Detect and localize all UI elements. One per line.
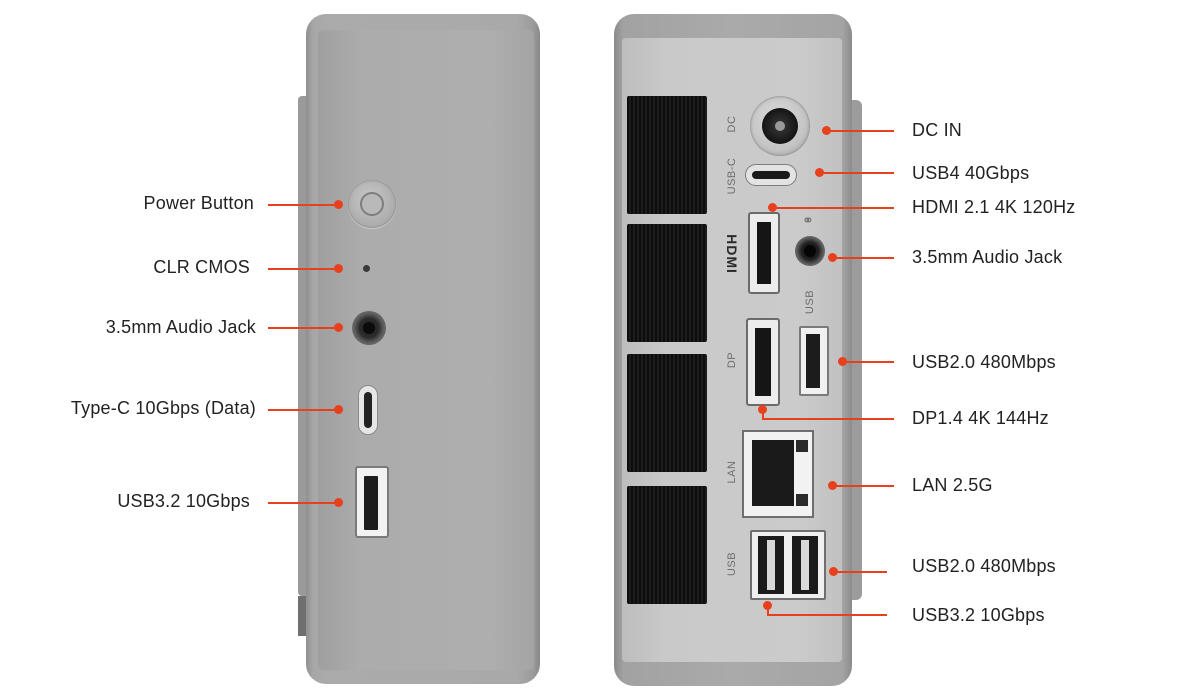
power-button-ring-icon xyxy=(360,192,384,216)
leader-usb20-bottom xyxy=(835,571,887,573)
rear-usb20-tongue-bottom xyxy=(801,540,809,590)
label-rear-audio: 3.5mm Audio Jack xyxy=(912,247,1063,267)
vent-grille-3 xyxy=(627,354,707,472)
dc-in-pin xyxy=(775,121,785,131)
label-rear-usb32: USB3.2 10Gbps xyxy=(912,605,1045,625)
label-front-usb32: USB3.2 10Gbps xyxy=(117,491,250,511)
clr-cmos-pinhole[interactable] xyxy=(363,265,370,272)
dot-usb20-bottom xyxy=(829,567,838,576)
leader-front-type-c xyxy=(268,409,336,411)
marking-usb-c: USB-C xyxy=(726,157,738,195)
front-chassis-tab xyxy=(298,596,306,636)
lan-jack xyxy=(752,440,794,506)
rear-usb32-tongue xyxy=(767,540,775,590)
label-lan: LAN 2.5G xyxy=(912,475,993,495)
marking-dp: DP xyxy=(726,351,738,369)
leader-front-audio-jack xyxy=(268,327,336,329)
dot-front-audio-jack xyxy=(334,323,343,332)
marking-dc: DC xyxy=(726,115,738,133)
leader-rear-audio xyxy=(834,257,894,259)
label-hdmi: HDMI 2.1 4K 120Hz xyxy=(912,197,1076,217)
label-usb20-top: USB2.0 480Mbps xyxy=(912,352,1056,372)
vent-grille-4 xyxy=(627,486,707,604)
leader-usb20-top xyxy=(844,361,894,363)
front-type-c-slot xyxy=(364,392,372,428)
label-usb20-bottom: USB2.0 480Mbps xyxy=(912,556,1056,576)
leader-power-button xyxy=(268,204,336,206)
dot-lan xyxy=(828,481,837,490)
label-front-type-c: Type-C 10Gbps (Data) xyxy=(70,398,256,418)
dot-usb4 xyxy=(815,168,824,177)
rear-audio-jack-hole xyxy=(804,245,816,257)
vent-grille-1 xyxy=(627,96,707,214)
vleader-dp xyxy=(762,409,764,419)
dot-rear-audio xyxy=(828,253,837,262)
leader-usb4 xyxy=(822,172,894,174)
dot-front-usb32 xyxy=(334,498,343,507)
hdmi-slot xyxy=(757,222,771,284)
marking-usb-bottom: USB xyxy=(726,551,738,577)
label-dp: DP1.4 4K 144Hz xyxy=(912,408,1049,428)
dot-dc-in xyxy=(822,126,831,135)
marking-usb-top: USB xyxy=(804,289,816,315)
rear-usb4-slot xyxy=(752,171,790,179)
leader-rear-usb32 xyxy=(767,614,887,616)
front-usb32-tongue xyxy=(364,476,378,530)
leader-hdmi xyxy=(774,207,894,209)
leader-dp xyxy=(762,418,894,420)
dot-hdmi xyxy=(768,203,777,212)
label-clr-cmos: CLR CMOS xyxy=(153,257,250,277)
vent-grille-2 xyxy=(627,224,707,342)
label-usb4: USB4 40Gbps xyxy=(912,163,1030,183)
dot-front-type-c xyxy=(334,405,343,414)
displayport-slot xyxy=(755,328,771,396)
front-audio-jack-hole xyxy=(363,322,375,334)
dot-power-button xyxy=(334,200,343,209)
leader-clr-cmos xyxy=(268,268,336,270)
leader-lan xyxy=(834,485,894,487)
lan-led-bottom xyxy=(796,494,808,506)
leader-dc-in xyxy=(828,130,894,132)
dot-usb20-top xyxy=(838,357,847,366)
leader-front-usb32 xyxy=(268,502,336,504)
marking-lan: LAN xyxy=(726,460,738,484)
front-panel xyxy=(318,30,534,670)
marking-hdmi: HDMI xyxy=(723,234,740,274)
dot-clr-cmos xyxy=(334,264,343,273)
vleader-rear-usb32 xyxy=(767,605,769,615)
label-dc-in: DC IN xyxy=(912,120,962,140)
label-power-button: Power Button xyxy=(143,193,254,213)
label-front-audio-jack: 3.5mm Audio Jack xyxy=(105,317,256,337)
lan-led-top xyxy=(796,440,808,452)
headphone-icon: ⚭ xyxy=(802,212,814,228)
rear-usb20-tongue-top xyxy=(806,334,820,388)
